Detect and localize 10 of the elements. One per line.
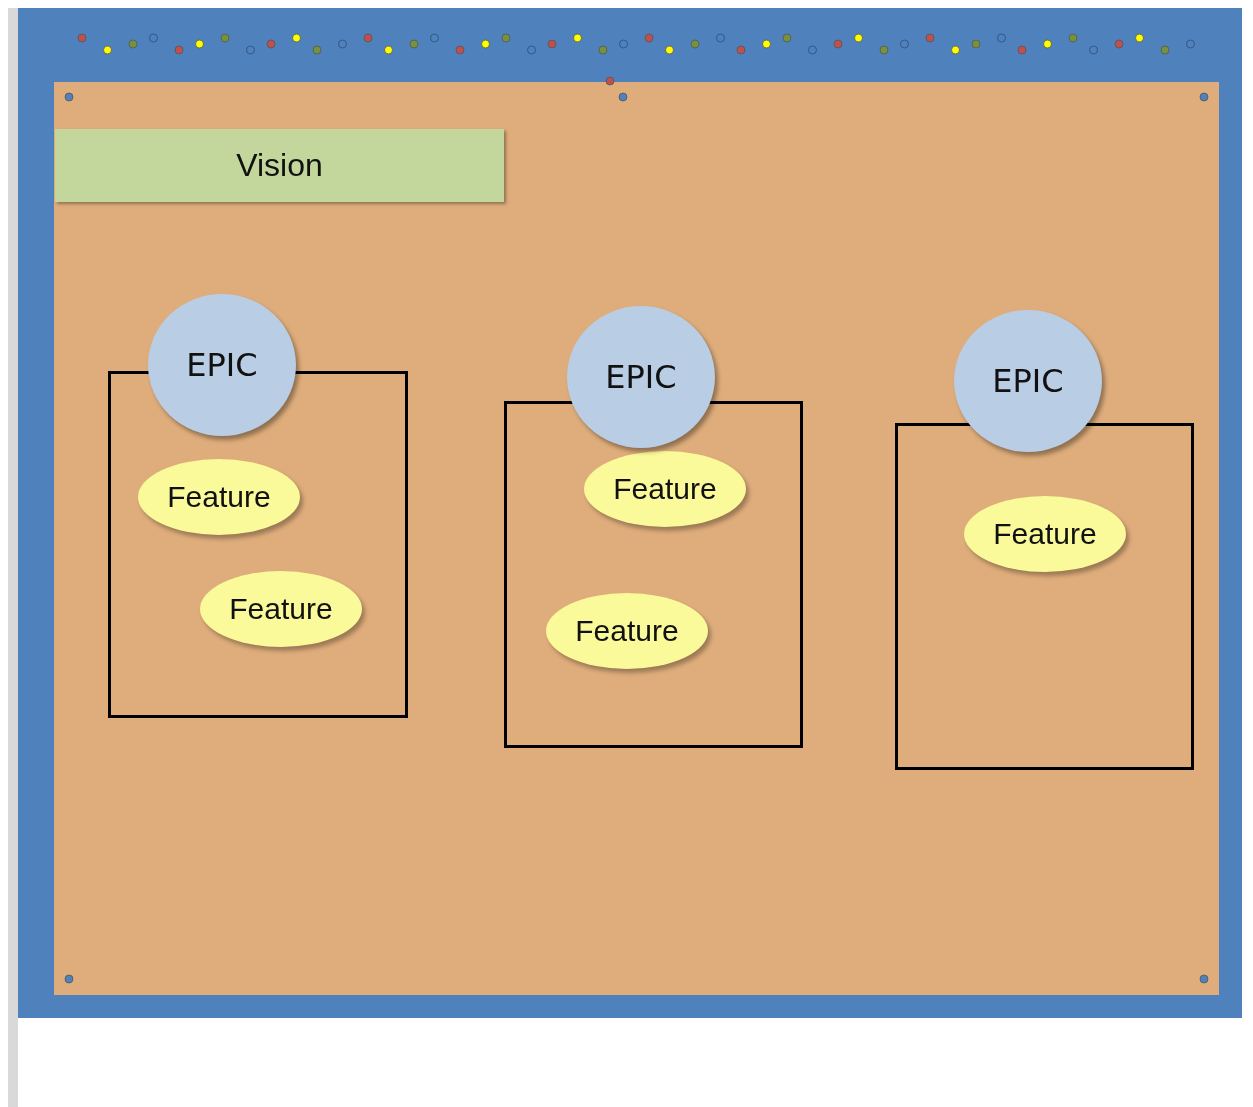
feature-label: Feature (613, 472, 717, 506)
feature-label: Feature (229, 592, 333, 626)
feature-label: Feature (167, 480, 271, 514)
vision-banner (55, 129, 504, 202)
epic-label: EPIC (186, 346, 258, 384)
epic-label: EPIC (992, 362, 1064, 400)
feature-label: Feature (575, 614, 679, 648)
vision-label: Vision (236, 147, 323, 184)
feature-label: Feature (993, 517, 1097, 551)
epic-label: EPIC (605, 358, 677, 396)
